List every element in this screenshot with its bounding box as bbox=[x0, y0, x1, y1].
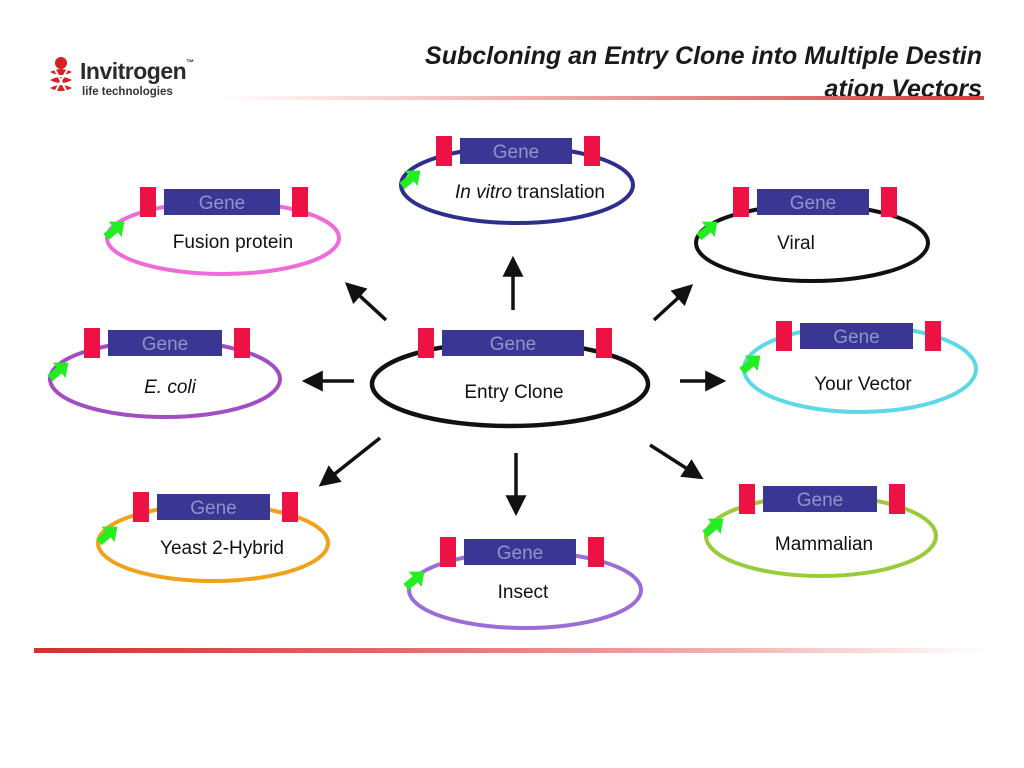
gene-box bbox=[757, 189, 869, 215]
promoter-arrow-icon bbox=[96, 526, 118, 546]
logo-tagline: life technologies bbox=[82, 86, 173, 98]
gene-label: Gene bbox=[142, 334, 188, 355]
att-site-right bbox=[596, 328, 612, 358]
att-site-left bbox=[739, 484, 755, 514]
dna-helix-icon bbox=[50, 57, 72, 95]
title-divider bbox=[218, 96, 984, 100]
promoter-arrow-icon bbox=[403, 571, 425, 591]
flow-arrow bbox=[652, 284, 694, 322]
att-site-right bbox=[282, 492, 298, 522]
promoter-arrow-icon bbox=[103, 221, 125, 241]
slide-title-line-1: Subcloning an Entry Clone into Multiple … bbox=[425, 42, 982, 70]
gene-label: Gene bbox=[199, 193, 245, 214]
gene-box bbox=[460, 138, 572, 164]
att-site-right bbox=[925, 321, 941, 351]
flow-arrow bbox=[649, 443, 704, 480]
att-site-right bbox=[234, 328, 250, 358]
invitrogen-logo: Invitrogen™ life technologies bbox=[44, 54, 244, 106]
footer-divider bbox=[34, 648, 984, 653]
flow-arrow bbox=[344, 282, 388, 322]
att-site-left bbox=[84, 328, 100, 358]
destination-vector-in-vitro: Gene In vitro translation bbox=[399, 136, 635, 225]
gene-label: Gene bbox=[833, 327, 879, 348]
vector-label: Viral bbox=[777, 233, 815, 254]
vector-label: Yeast 2-Hybrid bbox=[160, 538, 284, 559]
gene-box bbox=[800, 323, 913, 349]
vector-label: Mammalian bbox=[775, 534, 873, 555]
att-site-left bbox=[140, 187, 156, 217]
vector-label: Fusion protein bbox=[173, 232, 293, 253]
gene-label: Gene bbox=[497, 543, 543, 564]
gene-label: Gene bbox=[790, 193, 836, 214]
att-site-right bbox=[292, 187, 308, 217]
promoter-arrow-icon bbox=[47, 362, 69, 382]
gene-box bbox=[157, 494, 270, 520]
att-site-right bbox=[881, 187, 897, 217]
gene-label: Gene bbox=[797, 490, 843, 511]
att-site-left bbox=[733, 187, 749, 217]
att-site-left bbox=[133, 492, 149, 522]
vector-label: Entry Clone bbox=[464, 382, 563, 403]
gene-label: Gene bbox=[490, 334, 536, 355]
gene-box bbox=[442, 330, 584, 356]
gene-label: Gene bbox=[190, 498, 236, 519]
att-site-right bbox=[889, 484, 905, 514]
logo-name: Invitrogen™ bbox=[80, 58, 194, 84]
att-site-right bbox=[588, 537, 604, 567]
gene-box bbox=[763, 486, 877, 512]
flow-arrow bbox=[318, 436, 382, 487]
vector-label: Your Vector bbox=[814, 374, 912, 395]
att-site-left bbox=[436, 136, 452, 166]
destination-vector-ecoli: Gene E. coli bbox=[47, 328, 282, 419]
vector-label: E. coli bbox=[144, 377, 197, 398]
promoter-arrow-icon bbox=[739, 355, 761, 375]
arrows-layer bbox=[301, 255, 727, 517]
promoter-arrow-icon bbox=[399, 170, 421, 190]
gene-box bbox=[108, 330, 222, 356]
gene-box bbox=[464, 539, 576, 565]
gene-label: Gene bbox=[493, 142, 539, 163]
promoter-arrow-icon bbox=[702, 518, 724, 538]
vector-label: In vitro translation bbox=[455, 182, 605, 203]
att-site-left bbox=[440, 537, 456, 567]
promoter-arrow-icon bbox=[696, 221, 718, 241]
gene-box bbox=[164, 189, 280, 215]
att-site-left bbox=[418, 328, 434, 358]
att-site-left bbox=[776, 321, 792, 351]
att-site-right bbox=[584, 136, 600, 166]
vector-label: Insect bbox=[498, 582, 549, 603]
